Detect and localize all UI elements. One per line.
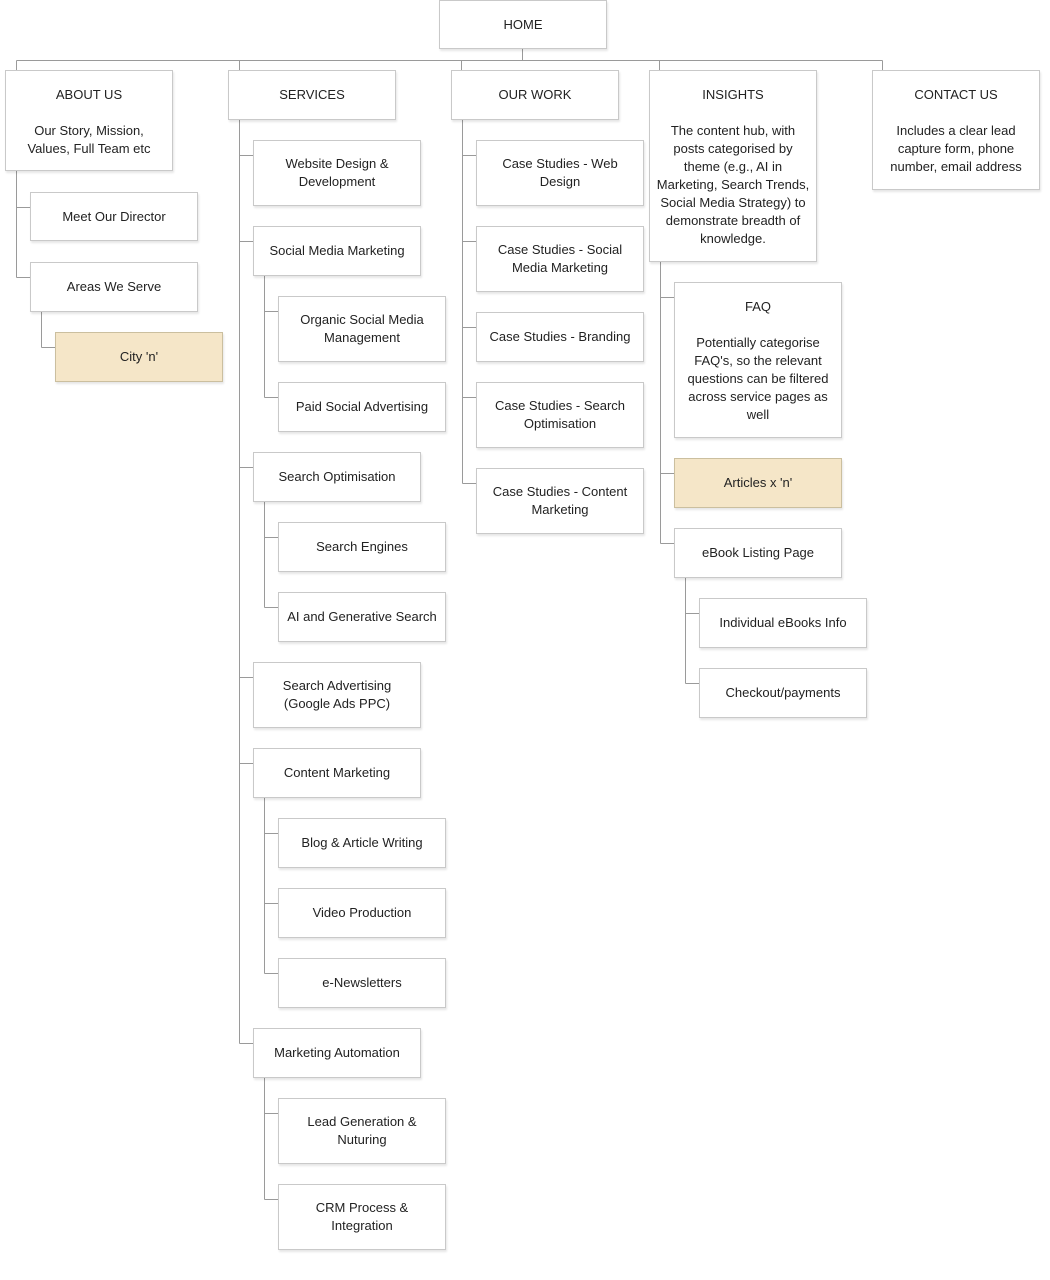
areas-we-serve-label: Areas We Serve — [66, 279, 162, 294]
home-node[interactable]: HOME — [439, 0, 607, 49]
case-study-node[interactable]: Case Studies - Web Design — [476, 140, 644, 206]
checkout-payments-label: Checkout/payments — [725, 685, 841, 700]
faq-node[interactable]: FAQ Potentially categorise FAQ's, so the… — [674, 282, 842, 438]
lead-generation-label: Lead Generation & Nuturing — [307, 1114, 417, 1147]
individual-ebooks-label: Individual eBooks Info — [719, 615, 847, 630]
case-study-label: Case Studies - Branding — [489, 329, 631, 344]
insights-node[interactable]: INSIGHTS The content hub, with posts cat… — [649, 70, 817, 262]
search-advertising-node[interactable]: Search Advertising (Google Ads PPC) — [253, 662, 421, 728]
crm-process-node[interactable]: CRM Process & Integration — [278, 1184, 446, 1250]
articles-n-label: Articles x 'n' — [723, 475, 793, 490]
e-newsletters-node[interactable]: e-Newsletters — [278, 958, 446, 1008]
about-us-node[interactable]: ABOUT US Our Story, Mission, Values, Ful… — [5, 70, 173, 171]
ebook-listing-label: eBook Listing Page — [701, 545, 815, 560]
paid-social-node[interactable]: Paid Social Advertising — [278, 382, 446, 432]
meet-our-director-node[interactable]: Meet Our Director — [30, 192, 198, 241]
case-study-node[interactable]: Case Studies - Content Marketing — [476, 468, 644, 534]
search-optimisation-label: Search Optimisation — [278, 469, 396, 484]
about-us-note: Our Story, Mission, Values, Full Team et… — [27, 123, 151, 156]
website-design-node[interactable]: Website Design & Development — [253, 140, 421, 206]
checkout-payments-node[interactable]: Checkout/payments — [699, 668, 867, 718]
search-engines-label: Search Engines — [316, 539, 408, 554]
ebook-listing-node[interactable]: eBook Listing Page — [674, 528, 842, 578]
articles-n-node[interactable]: Articles x 'n' — [674, 458, 842, 508]
faq-note: Potentially categorise FAQ's, so the rel… — [687, 335, 829, 422]
insights-label: INSIGHTS — [702, 87, 764, 102]
case-study-label: Case Studies - Content Marketing — [492, 484, 628, 517]
services-label: SERVICES — [279, 87, 345, 102]
areas-we-serve-node[interactable]: Areas We Serve — [30, 262, 198, 312]
faq-label: FAQ — [744, 299, 771, 314]
case-study-node[interactable]: Case Studies - Branding — [476, 312, 644, 362]
contact-us-label: CONTACT US — [914, 87, 998, 102]
our-work-node[interactable]: OUR WORK — [451, 70, 619, 120]
about-us-label: ABOUT US — [55, 87, 123, 102]
case-study-label: Case Studies - Web Design — [502, 156, 618, 189]
case-study-node[interactable]: Case Studies - Search Optimisation — [476, 382, 644, 448]
organic-social-node[interactable]: Organic Social Media Management — [278, 296, 446, 362]
content-marketing-label: Content Marketing — [283, 765, 391, 780]
crm-process-label: CRM Process & Integration — [315, 1200, 409, 1233]
lead-generation-node[interactable]: Lead Generation & Nuturing — [278, 1098, 446, 1164]
social-media-marketing-label: Social Media Marketing — [269, 243, 405, 258]
ai-generative-search-label: AI and Generative Search — [287, 609, 437, 624]
individual-ebooks-node[interactable]: Individual eBooks Info — [699, 598, 867, 648]
blog-article-writing-node[interactable]: Blog & Article Writing — [278, 818, 446, 868]
case-study-label: Case Studies - Social Media Marketing — [497, 242, 623, 275]
video-production-label: Video Production — [312, 905, 412, 920]
contact-us-note: Includes a clear lead capture form, phon… — [890, 123, 1022, 174]
city-n-node[interactable]: City 'n' — [55, 332, 223, 382]
contact-us-node[interactable]: CONTACT US Includes a clear lead capture… — [872, 70, 1040, 190]
case-study-node[interactable]: Case Studies - Social Media Marketing — [476, 226, 644, 292]
paid-social-label: Paid Social Advertising — [295, 399, 429, 414]
meet-our-director-label: Meet Our Director — [62, 208, 166, 224]
content-marketing-node[interactable]: Content Marketing — [253, 748, 421, 798]
case-study-label: Case Studies - Search Optimisation — [494, 398, 626, 431]
organic-social-label: Organic Social Media Management — [300, 312, 424, 345]
search-engines-node[interactable]: Search Engines — [278, 522, 446, 572]
home-label: HOME — [503, 16, 543, 32]
search-advertising-label: Search Advertising (Google Ads PPC) — [282, 678, 392, 711]
blog-article-writing-label: Blog & Article Writing — [301, 835, 423, 850]
video-production-node[interactable]: Video Production — [278, 888, 446, 938]
e-newsletters-label: e-Newsletters — [322, 975, 402, 990]
social-media-marketing-node[interactable]: Social Media Marketing — [253, 226, 421, 276]
services-node[interactable]: SERVICES — [228, 70, 396, 120]
marketing-automation-node[interactable]: Marketing Automation — [253, 1028, 421, 1078]
website-design-label: Website Design & Development — [285, 156, 389, 189]
insights-note: The content hub, with posts categorised … — [656, 123, 810, 246]
ai-generative-search-node[interactable]: AI and Generative Search — [278, 592, 446, 642]
our-work-label: OUR WORK — [498, 87, 572, 102]
marketing-automation-label: Marketing Automation — [274, 1045, 400, 1060]
search-optimisation-node[interactable]: Search Optimisation — [253, 452, 421, 502]
city-n-label: City 'n' — [119, 349, 159, 364]
